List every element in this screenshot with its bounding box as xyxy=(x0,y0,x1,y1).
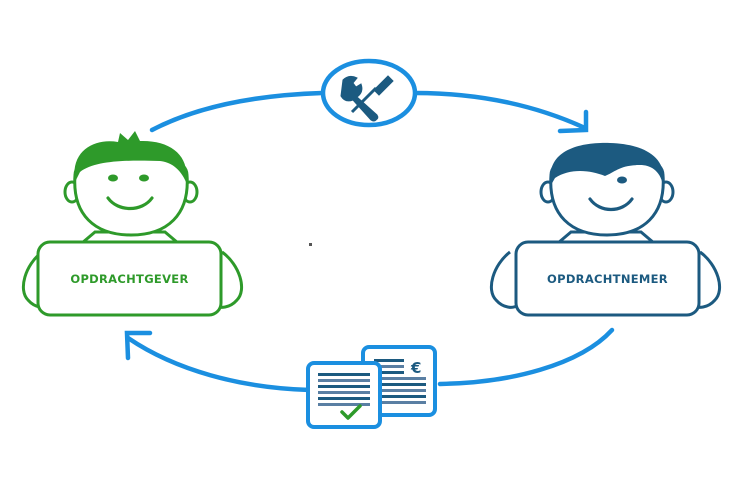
stray-dot xyxy=(309,243,312,246)
opdrachtnemer-label: OPDRACHTNEMER xyxy=(547,272,668,286)
top-arc-left xyxy=(149,90,325,133)
euro-symbol: € xyxy=(410,359,421,377)
tools-icon xyxy=(340,75,394,122)
opdrachtnemer-laptop xyxy=(514,240,701,317)
arrowhead-left xyxy=(124,330,153,361)
invoice-documents-icon: € xyxy=(306,345,437,429)
opdrachtgever-label: OPDRACHTGEVER xyxy=(70,272,188,286)
approved-document xyxy=(306,361,382,429)
opdrachtgever-laptop xyxy=(36,240,223,317)
bottom-arc-left xyxy=(125,335,313,393)
checkmark-icon xyxy=(340,404,362,420)
opdrachtnemer-figure: OPDRACHTNEMER xyxy=(490,142,721,317)
tools-step xyxy=(320,58,418,128)
bottom-arc-right xyxy=(437,327,615,387)
top-arc-right xyxy=(412,90,588,131)
opdrachtgever-figure: OPDRACHTGEVER xyxy=(22,131,243,317)
top-arrow xyxy=(149,90,589,134)
green-head xyxy=(63,131,199,237)
navy-head xyxy=(539,142,675,237)
smile xyxy=(106,196,154,211)
right-eye xyxy=(139,174,149,182)
navy-hair xyxy=(550,142,664,185)
left-eye xyxy=(108,174,118,182)
left-arm xyxy=(490,250,519,309)
green-hair xyxy=(74,131,187,182)
arrowhead-right xyxy=(557,109,589,134)
bottom-arrow xyxy=(124,327,615,393)
smile xyxy=(588,197,634,212)
eye xyxy=(617,176,627,184)
